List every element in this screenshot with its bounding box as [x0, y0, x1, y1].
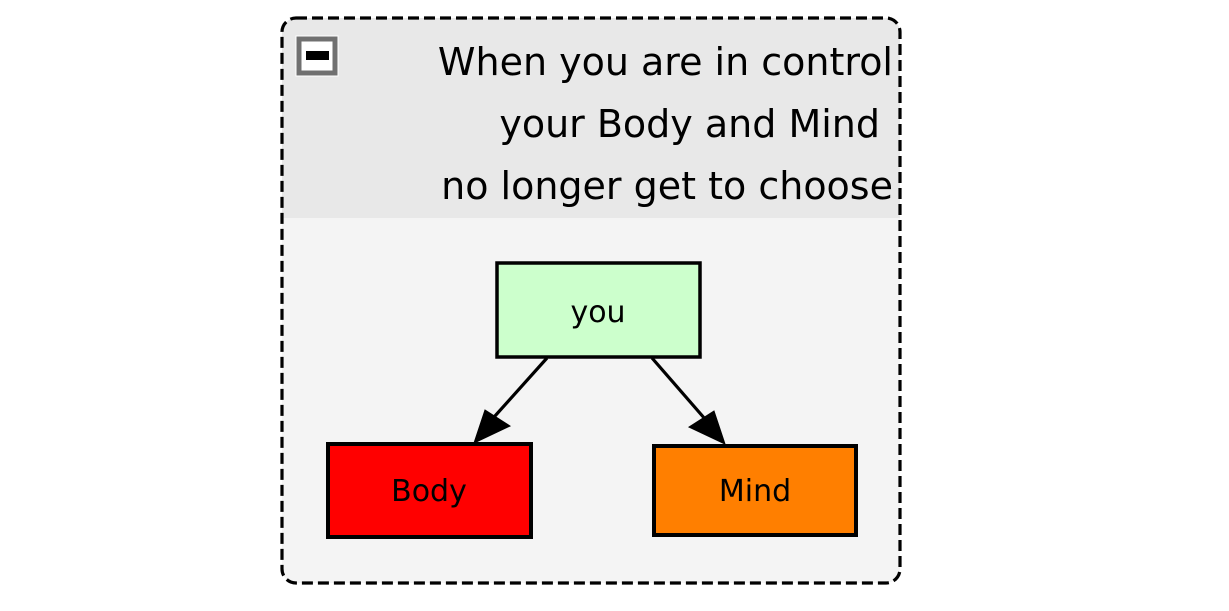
edge-you-to-body[interactable] — [473, 356, 549, 444]
minus-icon-bar — [306, 51, 329, 60]
cluster-header-background — [282, 18, 900, 218]
cluster-title-line-2: your Body and Mind — [499, 102, 880, 146]
node-mind-label: Mind — [719, 474, 791, 509]
cluster-title-line-1: When you are in control — [438, 40, 893, 84]
edge-you-to-mind-arrowhead — [687, 410, 726, 445]
node-body-label: Body — [391, 474, 467, 509]
node-you[interactable]: you — [495, 261, 702, 359]
cluster-dashed-border — [280, 16, 902, 585]
collapse-button[interactable] — [295, 35, 339, 77]
collapse-button-outer-frame — [295, 35, 339, 77]
node-you-box — [495, 261, 702, 359]
minus-icon — [296, 36, 338, 76]
edge-you-to-mind[interactable] — [650, 356, 726, 445]
node-body[interactable]: Body — [326, 442, 533, 539]
node-body-box — [326, 442, 533, 539]
node-you-label: you — [570, 295, 625, 330]
edge-you-to-body-arrowhead — [473, 409, 512, 444]
cluster-title-line-3: no longer get to choose — [441, 164, 893, 208]
node-mind-box — [652, 444, 858, 537]
edge-you-to-mind-line — [650, 356, 714, 429]
cluster-container[interactable]: When you are in control your Body and Mi… — [280, 16, 902, 585]
cluster-title: When you are in control your Body and Mi… — [438, 40, 893, 208]
edge-you-to-body-line — [484, 356, 549, 428]
node-mind[interactable]: Mind — [652, 444, 858, 537]
